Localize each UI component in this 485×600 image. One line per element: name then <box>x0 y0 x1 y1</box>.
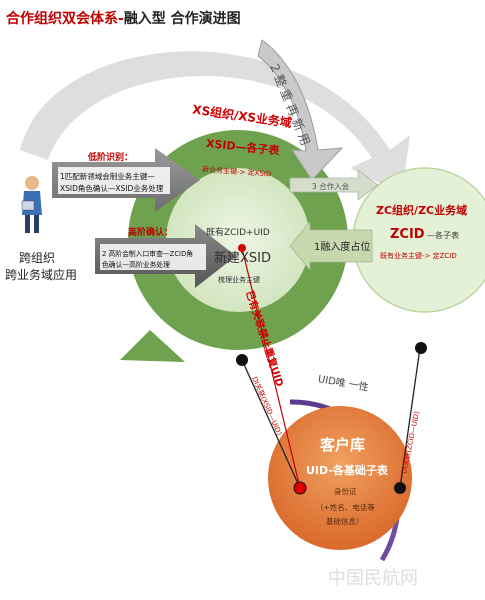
watermark: 中国民航网 <box>328 568 418 589</box>
customer-title: 客户库 <box>319 436 365 454</box>
fusion-arrow <box>289 220 373 272</box>
customer-circle <box>268 406 412 550</box>
zc-title: ZC组织/ZC业务域 <box>376 203 467 217</box>
left-link-line <box>241 359 301 489</box>
title-sub: 融入型 合作演进图 <box>123 11 241 27</box>
xs-inner-line2: 新建XSID <box>214 250 271 266</box>
title-main: 合作组织双会体系- <box>6 11 124 27</box>
xs-arc-title: XS组织/XS业务域 <box>191 101 292 130</box>
uid-arc-label: UID唯 一性 <box>317 372 370 394</box>
actor-line2: 跨业务域应用 <box>5 267 77 282</box>
xs-inner-line1: 既有ZCID+UID <box>206 226 270 238</box>
red-link-line <box>241 247 301 489</box>
xs-black-dot <box>236 354 248 366</box>
high-arrow-line2: 色确认—高阶业务处理 <box>102 260 170 269</box>
zc-key-text: 既有业务主键-> 定ZCID <box>380 251 457 260</box>
customer-line3: 基础信息） <box>326 516 364 526</box>
zc-black-dot <box>415 342 427 354</box>
low-arrow-line1: 1匹配新领域会制业务主键— <box>60 171 155 181</box>
zc-zcid-label: ZCID <box>390 227 425 242</box>
customer-uid-label: UID-各基础子表 <box>306 463 389 477</box>
person-icon <box>21 176 42 233</box>
customer-line2: （+姓名、电话等 <box>316 502 375 512</box>
xs-red-dot <box>238 244 246 252</box>
high-arrow-line1: 2 高阶会制入口审查—ZCID角 <box>102 249 193 258</box>
xs-ring-arrow-head <box>120 330 185 362</box>
xs-inner-line3: 梳理业务主键 <box>218 275 260 284</box>
low-arrow-tag: 低阶识别： <box>87 151 133 163</box>
fusion-label: 1融入度占位 <box>314 240 370 253</box>
right-link-line <box>399 347 421 489</box>
cooperate-label: 3 合作入会 <box>312 181 350 191</box>
background-curved-arrow <box>20 51 410 196</box>
page-title: 合作组织双会体系-融入型 合作演进图 <box>6 8 241 28</box>
zc-zcid-suffix: —各子表 <box>427 230 459 240</box>
actor-line1: 跨组织 <box>19 251 55 265</box>
customer-line1: 身份证 <box>334 486 357 496</box>
cooperate-arrow <box>289 169 379 201</box>
high-arrow-tag: 高阶确认： <box>128 226 173 238</box>
customer-black-dot <box>394 482 406 494</box>
customer-red-dot <box>293 481 307 495</box>
low-arrow-line2: XSID角色确认—XSID业务处理 <box>60 183 164 193</box>
high-arrow-textbox <box>100 244 206 270</box>
low-arrow-textbox <box>58 167 170 194</box>
